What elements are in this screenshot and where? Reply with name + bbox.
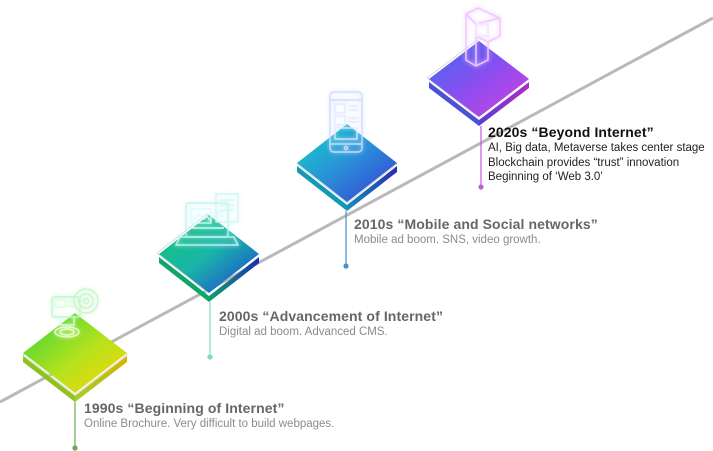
era-description: Mobile ad boom. SNS, video growth. (354, 234, 541, 246)
mobile-phone-icon (329, 91, 363, 153)
desktop-computer-target-icon (51, 288, 99, 338)
platform-2020s (426, 39, 529, 126)
pin-2020s (478, 126, 484, 190)
era-description-line: Blockchain provides “trust” innovation (488, 156, 680, 169)
pin-1990s (72, 402, 78, 451)
era-title: 2020s “Beyond Internet” (488, 124, 654, 140)
web3-cube-icon (465, 7, 501, 67)
era-description: Digital ad boom. Advanced CMS. (219, 326, 388, 338)
platform-2000s (156, 213, 259, 302)
era-2010s: 2010s “Mobile and Social networks” Mobil… (354, 216, 598, 248)
era-description-line: AI, Big data, Metaverse takes center sta… (488, 142, 705, 154)
era-2020s: 2020s “Beyond Internet” AI, Big data, Me… (488, 124, 705, 185)
era-2000s: 2000s “Advancement of Internet” Digital … (219, 308, 443, 340)
timeline-axis (0, 16, 713, 404)
platform-2010s (296, 124, 398, 211)
laptop-documents-icon (174, 193, 240, 246)
pin-2000s (207, 302, 213, 360)
era-title: 1990s “Beginning of Internet” (84, 400, 285, 416)
era-description-line: Beginning of ‘Web 3.0’ (488, 171, 603, 183)
era-title: 2010s “Mobile and Social networks” (354, 216, 598, 232)
platform-1990s (22, 313, 128, 402)
era-description: Online Brochure. Very difficult to build… (84, 418, 335, 430)
era-1990s: 1990s “Beginning of Internet” Online Bro… (84, 400, 334, 432)
era-title: 2000s “Advancement of Internet” (219, 308, 444, 324)
pin-2010s (343, 211, 349, 269)
